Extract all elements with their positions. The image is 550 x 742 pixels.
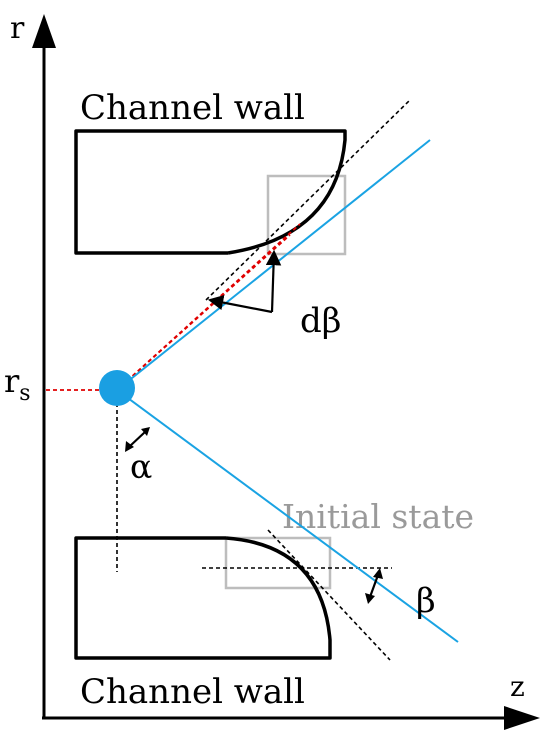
- top-wall-initial-outline: [266, 174, 347, 256]
- r-axis-arrow-icon: [32, 14, 56, 48]
- bottom-wall-initial-outline: [224, 536, 332, 590]
- red-ray-lower: [116, 234, 291, 391]
- beta-arrow: [368, 574, 380, 598]
- d-beta-arrow: [207, 294, 273, 314]
- rs-label-subscript: s: [19, 381, 30, 406]
- rs-label: rs: [4, 362, 31, 406]
- z-axis-label: z: [510, 670, 525, 703]
- alpha-arrow-head-upper-icon: [141, 427, 150, 436]
- beta-arrow-head-top-icon: [373, 568, 383, 579]
- top-wall-label: Channel wall: [80, 88, 305, 128]
- initial-state-label: Initial state: [282, 497, 474, 536]
- beta-arrow-head-bottom-icon: [365, 593, 375, 604]
- source-point: [99, 370, 135, 406]
- top-channel-wall: [74, 129, 347, 255]
- alpha-arrow-head-lower-icon: [125, 441, 134, 452]
- alpha-label: α: [130, 447, 152, 486]
- r-axis-label: r: [10, 11, 25, 46]
- bottom-wall-label: Channel wall: [80, 672, 305, 712]
- rs-label-main: r: [4, 362, 20, 400]
- beam-ray-lower: [116, 389, 459, 643]
- d-beta-label: dβ: [300, 301, 341, 341]
- beta-label: β: [416, 581, 436, 621]
- bottom-channel-wall: [74, 536, 332, 660]
- d-beta-arrow-2: [265, 249, 282, 313]
- alpha-arrow: [129, 431, 146, 447]
- top-tangent-line: [205, 99, 411, 301]
- bottom-tangent-line: [267, 529, 391, 661]
- z-axis-arrow-icon: [504, 706, 540, 730]
